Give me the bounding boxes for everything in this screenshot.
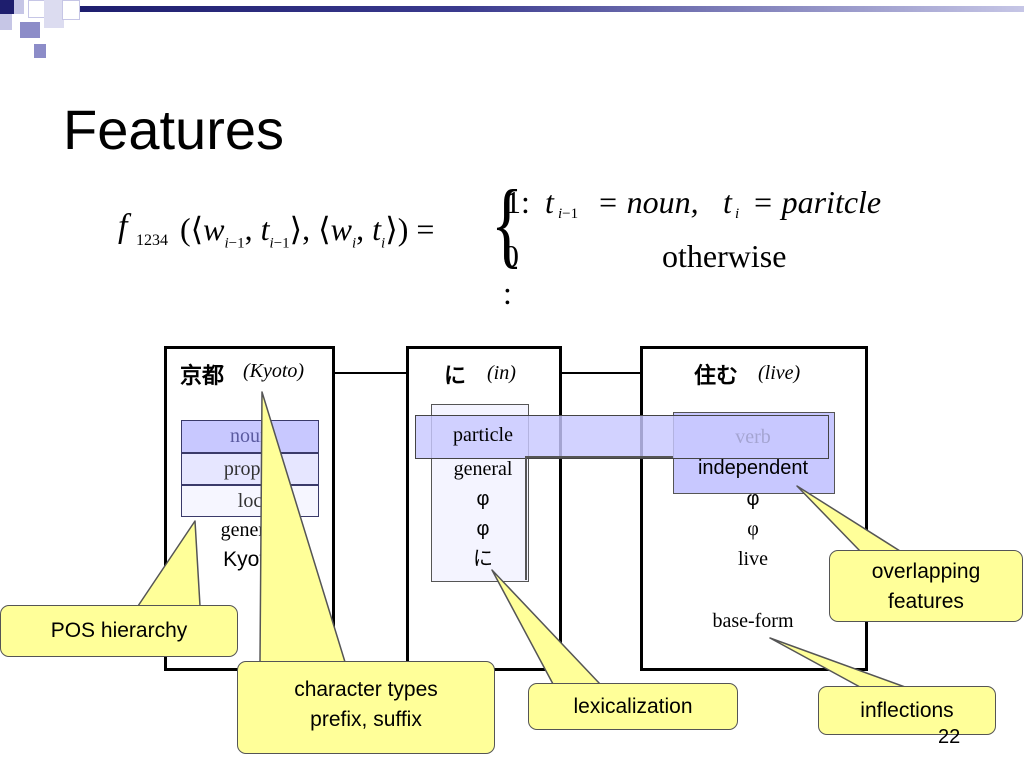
word-gloss: (in) bbox=[487, 362, 516, 384]
formula-case1-t2-sub: i bbox=[735, 206, 740, 222]
callout-pos-hierarchy: POS hierarchy bbox=[0, 605, 238, 657]
feature-item: live bbox=[738, 548, 768, 570]
formula-case1-t-sub: i−1 bbox=[558, 206, 579, 222]
feature-item: independent bbox=[697, 457, 809, 479]
formula-case1-value: 1: bbox=[505, 184, 530, 220]
callout-line: prefix, suffix bbox=[310, 708, 422, 731]
word-label: に bbox=[444, 363, 467, 388]
callout-overlapping-features: overlapping features bbox=[829, 550, 1023, 622]
overlap-edge bbox=[525, 456, 527, 580]
formula-brace: { bbox=[490, 170, 524, 277]
formula-f-subscript: 1234 bbox=[136, 232, 168, 249]
formula-f: f bbox=[118, 208, 128, 245]
feature-item: φ bbox=[746, 488, 760, 510]
feature-pos-cell: noun bbox=[181, 420, 319, 453]
word-gloss: (live) bbox=[758, 362, 801, 384]
feature-item: φ bbox=[476, 488, 490, 510]
overlap-edge bbox=[525, 456, 673, 458]
feature-item: φ bbox=[747, 518, 759, 540]
callout-lexicalization: lexicalization bbox=[528, 683, 738, 730]
callout-line: features bbox=[888, 590, 964, 613]
connector-line bbox=[333, 372, 409, 374]
formula-case1-t: t bbox=[545, 184, 554, 220]
connector-line bbox=[558, 372, 642, 374]
formula-case1-rel: = noun, bbox=[597, 184, 699, 220]
feature-item: base-form bbox=[712, 610, 794, 632]
overlap-highlight bbox=[415, 415, 829, 459]
formula-lhs: (⟨wi−1, ti−1⟩, ⟨wi, ti⟩) = bbox=[180, 211, 435, 252]
callout-line: character types bbox=[294, 678, 438, 701]
feature-item: particle bbox=[453, 424, 513, 446]
feature-item: に bbox=[473, 548, 493, 570]
word-label: 住む bbox=[694, 363, 739, 388]
formula-case1-rel2: = paritcle bbox=[752, 184, 882, 220]
callout-line: overlapping bbox=[871, 560, 981, 583]
feature-item: φ bbox=[476, 518, 490, 540]
callout-inflections: inflections bbox=[818, 686, 996, 735]
feature-item: general bbox=[453, 458, 513, 480]
formula-case2-condition: otherwise bbox=[662, 238, 787, 274]
word-gloss: (Kyoto) bbox=[243, 360, 305, 382]
callout-character-types: character types prefix, suffix bbox=[237, 661, 495, 754]
slide-title: Features bbox=[63, 98, 284, 161]
page-number: 22 bbox=[938, 726, 961, 748]
word-label: 京都 bbox=[180, 363, 225, 388]
formula-case2-value: 0 : bbox=[503, 238, 519, 311]
formula-case1-t2: t bbox=[723, 184, 732, 220]
